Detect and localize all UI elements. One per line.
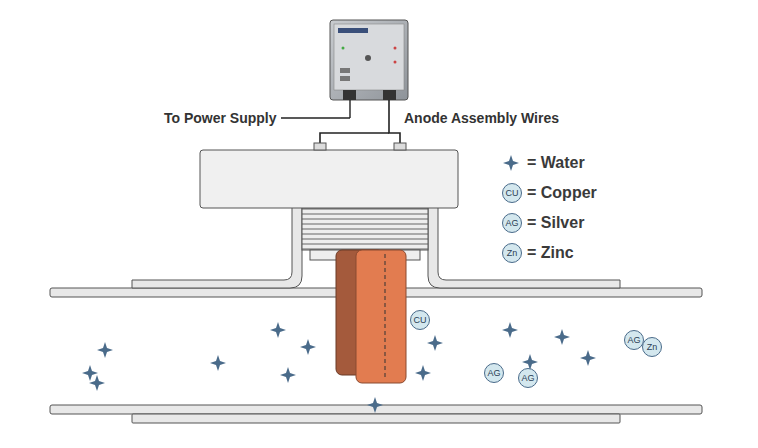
ion-symbol: AG xyxy=(627,335,640,345)
legend-text: = Water xyxy=(527,154,585,172)
ion-circle: AG xyxy=(624,330,644,350)
callout-label: To Power Supply xyxy=(164,110,277,126)
legend-text: = Copper xyxy=(527,184,597,202)
threaded-plug xyxy=(200,143,458,260)
ion-circle: Zn xyxy=(502,243,522,263)
controller-box xyxy=(330,20,408,100)
callout-label: Anode Assembly Wires xyxy=(404,110,559,126)
ion-symbol: CU xyxy=(506,188,519,198)
anode-wires xyxy=(320,100,400,143)
ion-circle: Zn xyxy=(642,337,662,357)
ion-circle: AG xyxy=(502,213,522,233)
leader-line xyxy=(349,100,350,118)
ion-symbol: AG xyxy=(521,373,534,383)
leader-line xyxy=(281,117,350,118)
ion-circle: CU xyxy=(410,310,430,330)
ion-symbol: Zn xyxy=(507,248,518,258)
ion-circle: AG xyxy=(484,363,504,383)
ion-circle: CU xyxy=(502,183,522,203)
pipe xyxy=(50,207,702,423)
ion-symbol: Zn xyxy=(647,342,658,352)
ion-symbol: AG xyxy=(487,368,500,378)
ion-symbol: CU xyxy=(414,315,427,325)
anode-electrodes xyxy=(336,250,406,383)
legend-text: = Zinc xyxy=(527,244,574,262)
water-symbols xyxy=(82,155,596,413)
ion-circle: AG xyxy=(518,368,538,388)
ion-symbol: AG xyxy=(505,218,518,228)
legend-text: = Silver xyxy=(527,214,584,232)
